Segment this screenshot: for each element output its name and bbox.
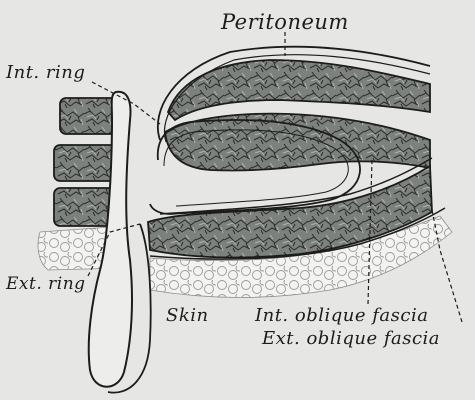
- label-int-ring: Int. ring: [6, 64, 85, 82]
- label-ext-ring: Ext. ring: [6, 276, 86, 293]
- left-muscle-block-3: [54, 188, 114, 226]
- label-skin: Skin: [166, 307, 209, 325]
- label-ext-oblique-fascia: Ext. oblique fascia: [262, 330, 440, 348]
- label-peritoneum: Peritoneum: [221, 12, 349, 33]
- label-int-oblique-fascia: Int. oblique fascia: [255, 307, 428, 325]
